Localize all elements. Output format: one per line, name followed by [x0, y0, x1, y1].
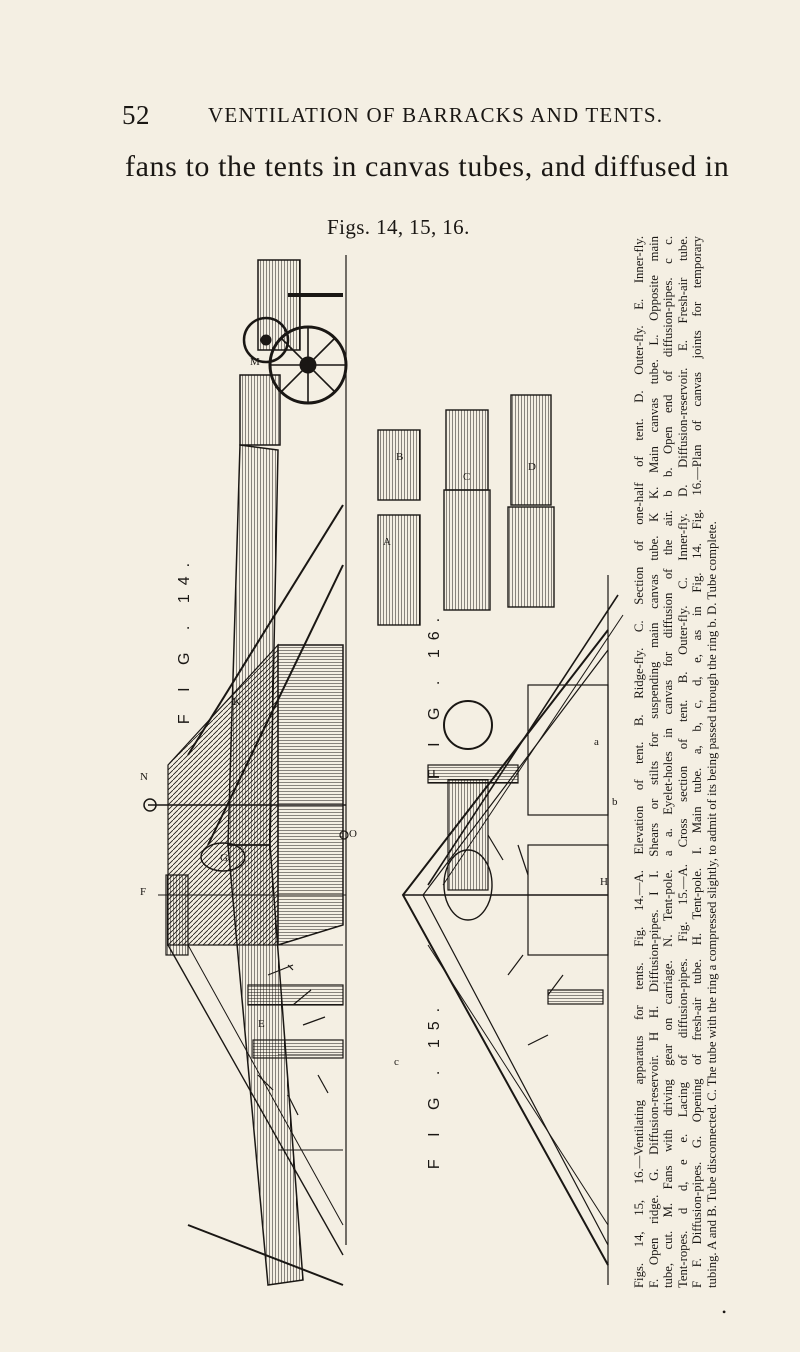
fig14-tag: F I G . 14.	[176, 553, 194, 725]
letter-M: M	[250, 356, 260, 368]
caption-line: F. Open ridge. G. Diffusion-reservoir. H…	[646, 236, 661, 1288]
letter-b: b	[612, 796, 618, 808]
letter-O: O	[349, 828, 357, 840]
caption-line: F F. Diffusion-pipes. G. Opening of fres…	[690, 236, 705, 1288]
fig14-drawing	[143, 255, 349, 1286]
corner-mark: •	[722, 1305, 727, 1319]
letter-N: N	[140, 771, 148, 783]
caption-line: Tent-ropes. d d, e e. Lacing of diffusio…	[675, 236, 690, 1288]
fig15-tag: F I G . 15.	[426, 998, 444, 1170]
diffusion-reservoir	[443, 700, 493, 750]
fig15-drawing	[401, 575, 624, 1285]
letter-F: F	[140, 886, 146, 898]
page-header: 52 VENTILATION OF BARRACKS AND TENTS.	[0, 100, 800, 140]
body-text-line: fans to the tents in canvas tubes, and d…	[125, 150, 730, 183]
figure-caption-region: Figs. 14, 15, 16.—Ventilating apparatus …	[632, 232, 720, 1292]
letter-C: C	[463, 471, 470, 483]
letter-D: D	[528, 461, 536, 473]
engraving-svg: M K N F O A B C D E G H a b c	[140, 255, 624, 1286]
tent-section	[277, 644, 344, 947]
engraving-figure: M K N F O A B C D E G H a b c F I G . 14…	[128, 245, 628, 1290]
letter-c: c	[394, 1056, 399, 1068]
caption-line: Figs. 14, 15, 16.—Ventilating apparatus …	[632, 236, 646, 1288]
caption-line: tubing. A and B. Tube disconnected. C. T…	[704, 521, 719, 1288]
letter-K: K	[233, 696, 241, 708]
letter-a: a	[594, 736, 599, 748]
letter-E: E	[258, 1018, 265, 1030]
figure-caption: Figs. 14, 15, 16.—Ventilating apparatus …	[632, 236, 720, 1288]
letter-A: A	[383, 536, 391, 548]
caption-line: tube, cut. M. Fans with driving gear on …	[661, 236, 676, 1288]
fig16-tag: F I G . 16.	[426, 608, 444, 780]
letter-H: H	[600, 876, 608, 888]
figure-label: Figs. 14, 15, 16.	[327, 215, 470, 239]
letter-G: G	[220, 852, 228, 864]
fan-wheel	[242, 316, 290, 364]
fig16-drawing	[377, 394, 555, 626]
page-number: 52	[122, 100, 150, 130]
running-head: VENTILATION OF BARRACKS AND TENTS.	[208, 103, 664, 127]
letter-B: B	[396, 451, 403, 463]
